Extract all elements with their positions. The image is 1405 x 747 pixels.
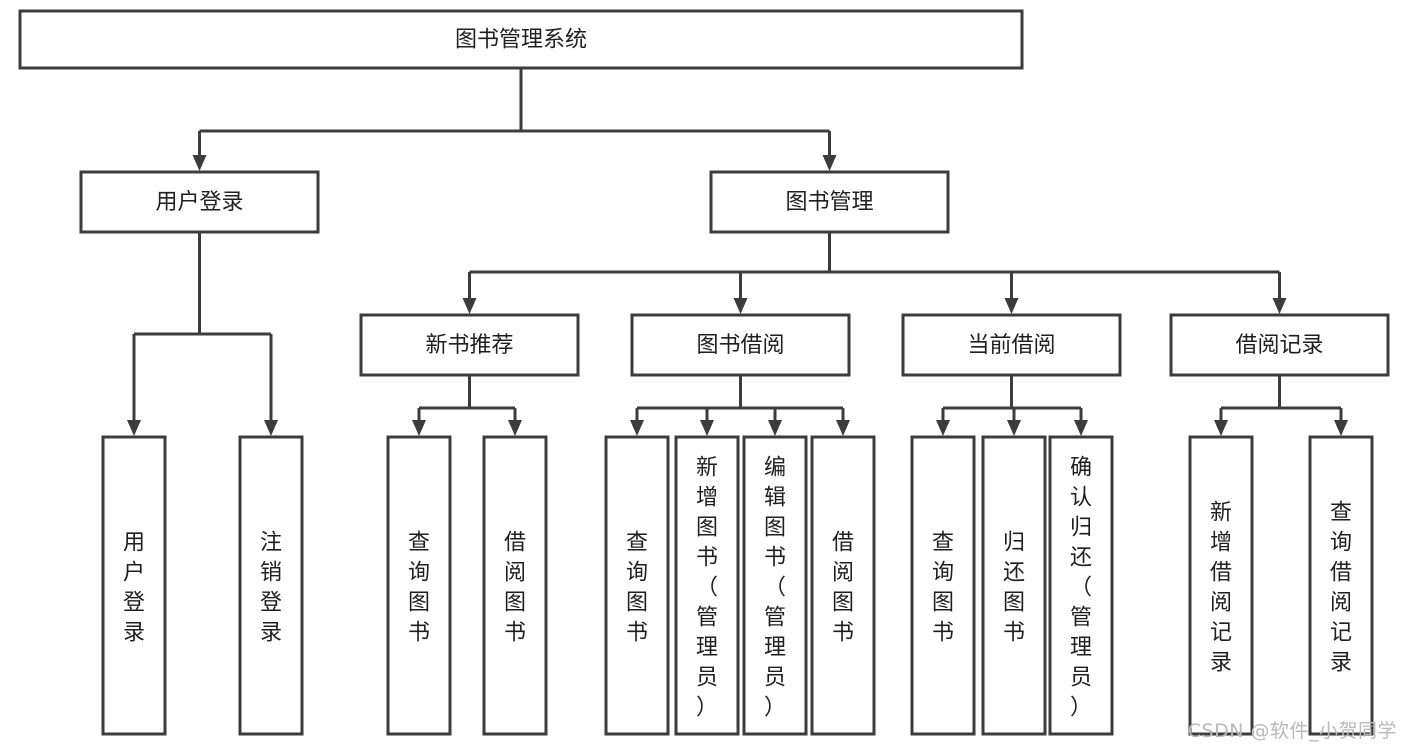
node-box <box>1169 313 1390 377</box>
node-box <box>674 435 740 736</box>
leaf-node-4[interactable]: 借阅图书 <box>482 435 548 736</box>
level3-node-4[interactable]: 借阅记录 <box>1169 313 1390 377</box>
connector-group <box>462 232 1287 314</box>
leaf-label: 新增图书（管理员） <box>696 456 718 721</box>
node-box <box>910 435 976 736</box>
leaf-label: 确认归还（管理员） <box>1070 456 1092 721</box>
connector-group <box>1214 375 1348 436</box>
leaf-label: 查询图书 <box>932 531 954 646</box>
leaf-node-11[interactable]: 确认归还（管理员） <box>1048 435 1114 736</box>
node-box <box>981 435 1047 736</box>
node-label: 图书管理系统 <box>455 28 587 53</box>
leaf-node-10[interactable]: 归还图书 <box>981 435 1047 736</box>
node-box <box>238 435 304 736</box>
leaf-label: 借阅图书 <box>832 531 854 646</box>
node-label: 新书推荐 <box>425 333 513 358</box>
arrow-head-icon <box>822 155 837 171</box>
leaf-node-5[interactable]: 查询图书 <box>604 435 670 736</box>
connector-group <box>412 375 522 436</box>
arrow-head-icon <box>1007 420 1021 436</box>
node-box <box>482 435 548 736</box>
connector-lines <box>127 68 1348 436</box>
arrow-head-icon <box>936 420 950 436</box>
arrow-head-icon <box>733 298 748 314</box>
arrow-head-icon <box>412 420 426 436</box>
leaf-node-2[interactable]: 注销登录 <box>238 435 304 736</box>
node-box <box>742 435 808 736</box>
connector-group <box>127 232 278 436</box>
leaf-label: 借阅图书 <box>504 531 526 646</box>
arrow-head-icon <box>1334 420 1348 436</box>
arrow-head-icon <box>1074 420 1088 436</box>
level2-node-2[interactable]: 图书管理 <box>709 170 950 234</box>
node-box <box>901 313 1122 377</box>
arrow-head-icon <box>462 298 477 314</box>
node-box <box>101 435 167 736</box>
root-node-1[interactable]: 图书管理系统 <box>18 9 1024 70</box>
node-box <box>79 170 320 234</box>
arrow-head-icon <box>508 420 522 436</box>
node-box <box>359 313 580 377</box>
level3-node-2[interactable]: 图书借阅 <box>630 313 851 377</box>
arrow-head-icon <box>630 420 644 436</box>
arrow-head-icon <box>768 420 782 436</box>
leaf-node-8[interactable]: 借阅图书 <box>810 435 876 736</box>
arrow-head-icon <box>1004 298 1019 314</box>
node-label: 借阅记录 <box>1235 333 1323 358</box>
node-box <box>1048 435 1114 736</box>
leaf-node-9[interactable]: 查询图书 <box>910 435 976 736</box>
connector-group <box>192 68 837 171</box>
node-label: 图书借阅 <box>696 333 784 358</box>
arrow-head-icon <box>127 420 141 436</box>
node-label: 用户登录 <box>155 190 243 215</box>
level3-node-1[interactable]: 新书推荐 <box>359 313 580 377</box>
level2-node-1[interactable]: 用户登录 <box>79 170 320 234</box>
arrow-head-icon <box>700 420 714 436</box>
level3-node-3[interactable]: 当前借阅 <box>901 313 1122 377</box>
connector-group <box>936 375 1088 436</box>
leaf-node-12[interactable]: 新增借阅记录 <box>1188 435 1254 736</box>
leaf-node-6[interactable]: 新增图书（管理员） <box>674 435 740 736</box>
node-boxes: 图书管理系统用户登录图书管理新书推荐图书借阅当前借阅借阅记录用户登录注销登录查询… <box>18 9 1390 736</box>
leaf-label: 新增借阅记录 <box>1210 501 1232 676</box>
leaf-label: 查询图书 <box>626 531 648 646</box>
node-box <box>709 170 950 234</box>
leaf-label: 归还图书 <box>1003 531 1025 646</box>
arrow-head-icon <box>192 155 207 171</box>
node-box <box>1188 435 1254 736</box>
arrow-head-icon <box>264 420 278 436</box>
leaf-label: 用户登录 <box>123 531 145 646</box>
leaf-node-3[interactable]: 查询图书 <box>386 435 452 736</box>
leaf-label: 注销登录 <box>260 531 282 646</box>
node-box <box>604 435 670 736</box>
node-box <box>810 435 876 736</box>
node-box <box>1308 435 1374 736</box>
arrow-head-icon <box>836 420 850 436</box>
node-label: 当前借阅 <box>967 333 1055 358</box>
leaf-node-1[interactable]: 用户登录 <box>101 435 167 736</box>
node-label: 图书管理 <box>785 190 873 215</box>
leaf-label: 查询借阅记录 <box>1330 501 1352 676</box>
arrow-head-icon <box>1272 298 1287 314</box>
connector-group <box>630 375 850 436</box>
arrow-head-icon <box>1214 420 1228 436</box>
node-box <box>386 435 452 736</box>
leaf-node-7[interactable]: 编辑图书（管理员） <box>742 435 808 736</box>
leaf-node-13[interactable]: 查询借阅记录 <box>1308 435 1374 736</box>
leaf-label: 查询图书 <box>408 531 430 646</box>
node-box <box>18 9 1024 70</box>
leaf-label: 编辑图书（管理员） <box>764 456 786 721</box>
node-box <box>630 313 851 377</box>
